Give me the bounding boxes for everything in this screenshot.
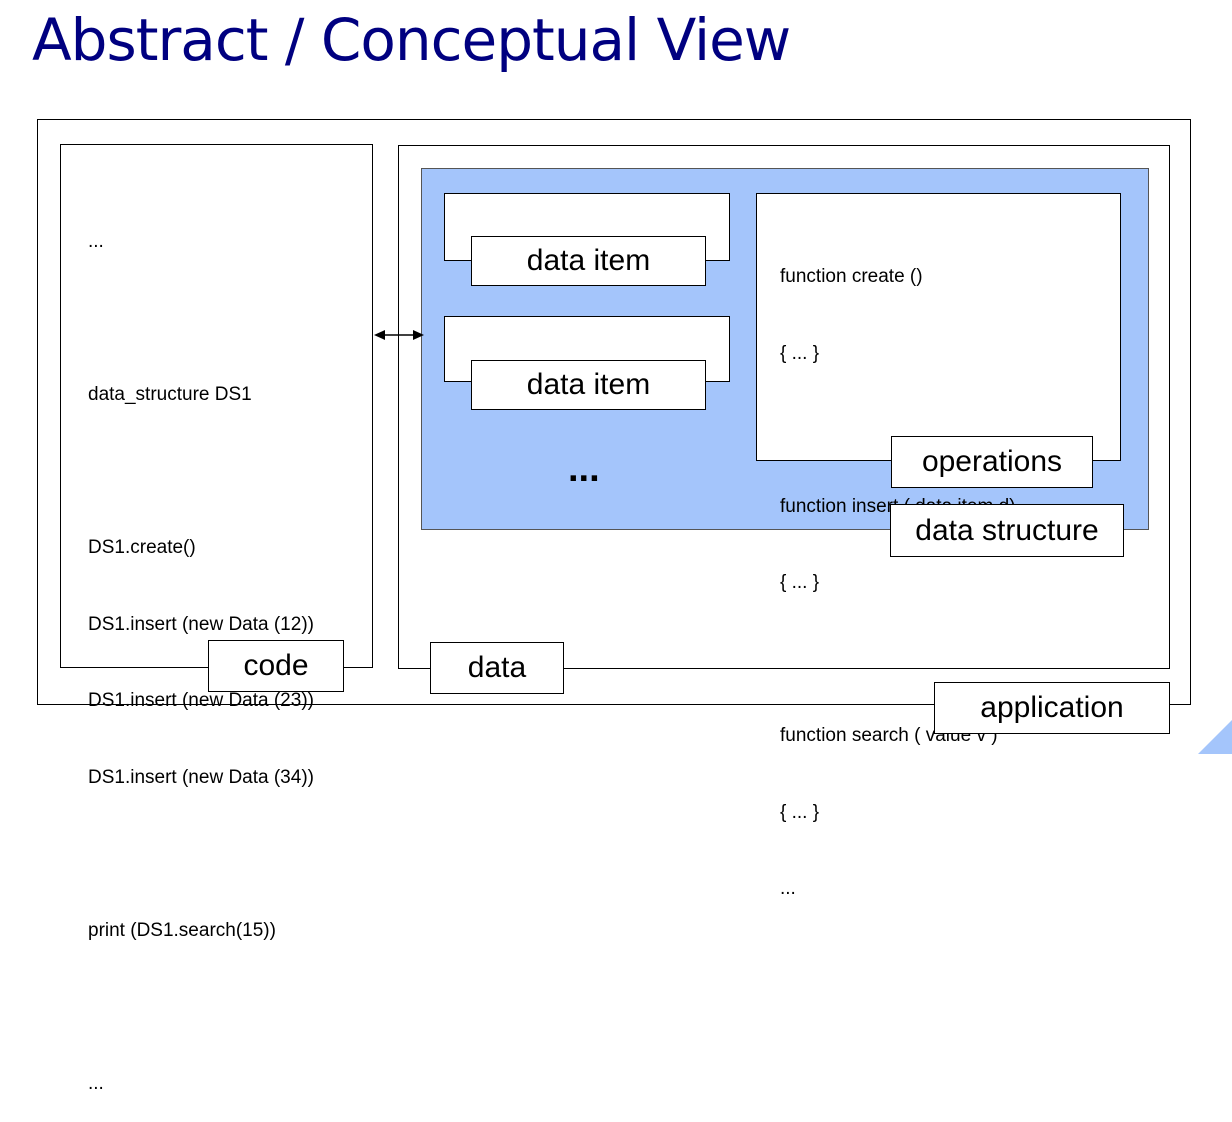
code-line: print (DS1.search(15)) — [88, 919, 276, 941]
code-label: code — [208, 640, 344, 692]
code-line: ... — [88, 231, 104, 252]
corner-accent-icon — [1198, 720, 1232, 754]
code-line: DS1.insert (new Data (12)) — [88, 613, 314, 635]
bidirectional-arrow-icon — [374, 330, 424, 340]
operation-line: { ... } — [780, 801, 820, 823]
operations-label: operations — [891, 436, 1093, 488]
data-label: data — [430, 642, 564, 694]
code-line: data_structure DS1 — [88, 384, 252, 405]
code-line — [88, 306, 314, 332]
more-items-ellipsis: ... — [568, 448, 600, 490]
code-line: DS1.insert (new Data (34)) — [88, 766, 314, 788]
code-line — [88, 459, 314, 485]
operations-panel — [756, 193, 1121, 461]
code-panel — [60, 144, 373, 668]
data-item-label: data item — [471, 236, 706, 286]
code-line — [88, 994, 314, 1020]
page-title: Abstract / Conceptual View — [32, 6, 791, 74]
data-item-label: data item — [471, 360, 706, 410]
operation-line — [780, 647, 1016, 673]
code-line: ... — [88, 1072, 104, 1094]
operation-line: { ... } — [780, 342, 820, 364]
operation-line: ... — [780, 878, 796, 899]
operation-line: { ... } — [780, 572, 820, 593]
code-line: DS1.insert (new Data (23)) — [88, 690, 314, 711]
application-label: application — [934, 682, 1170, 734]
data-structure-label: data structure — [890, 504, 1124, 557]
operations-listing: function create () { ... } function inse… — [780, 213, 1016, 927]
code-line — [88, 841, 314, 867]
operation-line: function search ( value v ) — [780, 725, 998, 746]
operation-line: function create () — [780, 266, 923, 287]
code-line: DS1.create() — [88, 537, 196, 558]
